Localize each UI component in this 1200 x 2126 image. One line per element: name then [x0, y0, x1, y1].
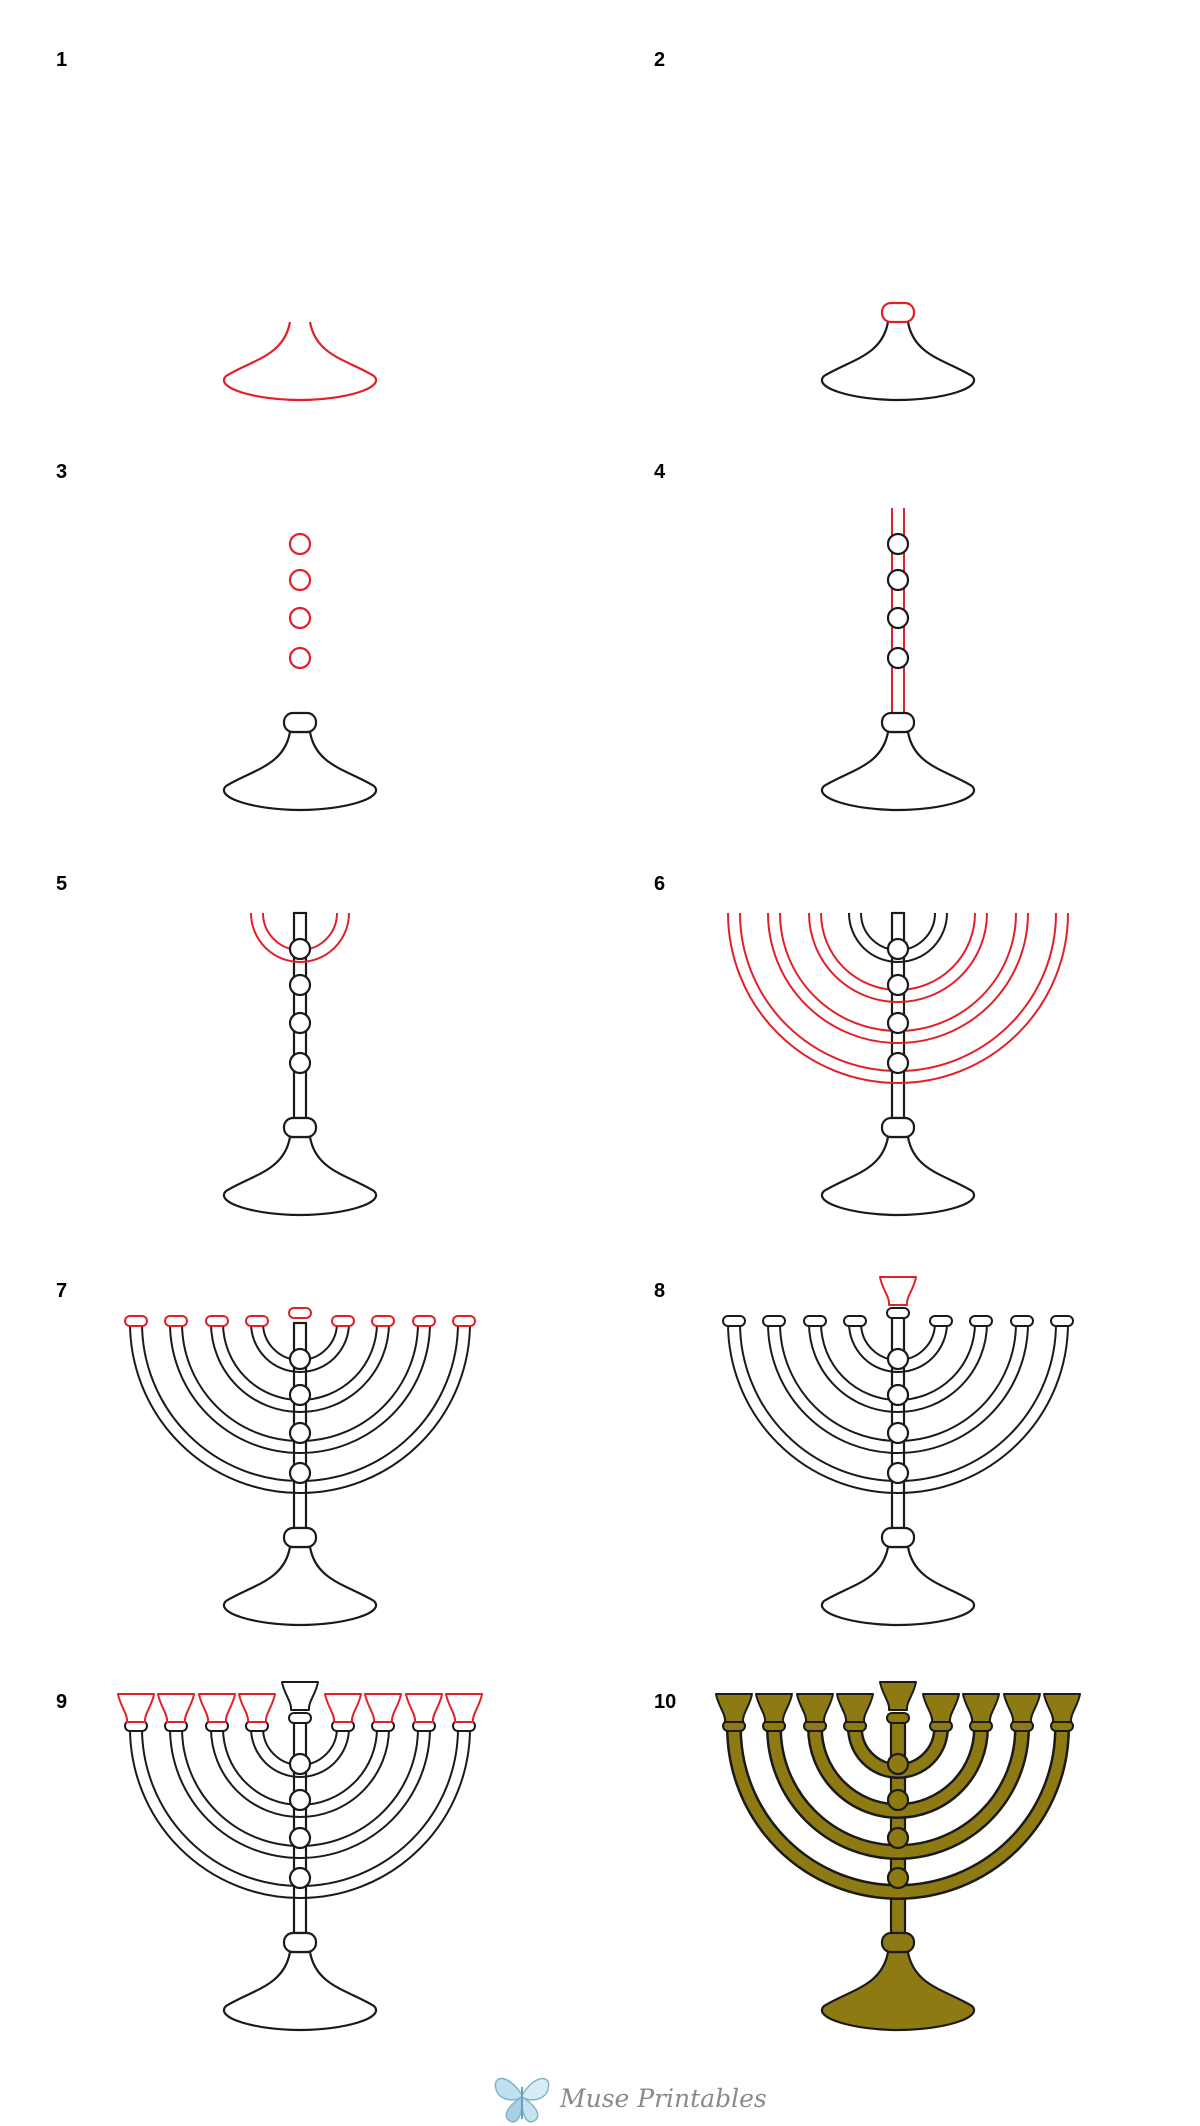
step-number-1: 1	[56, 49, 67, 71]
step-1-drawing	[222, 321, 378, 402]
step-number-9: 9	[56, 1691, 67, 1713]
step-3-drawing	[222, 532, 378, 812]
brand-name: Muse Printables	[559, 2084, 767, 2113]
step-9-drawing	[117, 1681, 483, 2032]
step-10-drawing	[715, 1681, 1081, 2032]
step-7-drawing	[124, 1307, 476, 1627]
step-number-2: 2	[654, 49, 665, 71]
step-6-drawing	[727, 911, 1069, 1217]
step-5-drawing	[222, 911, 378, 1217]
step-8-drawing	[722, 1276, 1074, 1627]
step-number-5: 5	[56, 873, 67, 895]
butterfly-icon	[494, 2077, 550, 2123]
step-number-4: 4	[654, 461, 666, 483]
step-number-6: 6	[654, 873, 665, 895]
step-number-3: 3	[56, 461, 67, 483]
step-2-drawing	[820, 301, 976, 402]
step-number-10: 10	[654, 1691, 676, 1713]
step-number-7: 7	[56, 1280, 67, 1302]
step-number-8: 8	[654, 1280, 665, 1302]
step-4-drawing	[820, 508, 976, 812]
